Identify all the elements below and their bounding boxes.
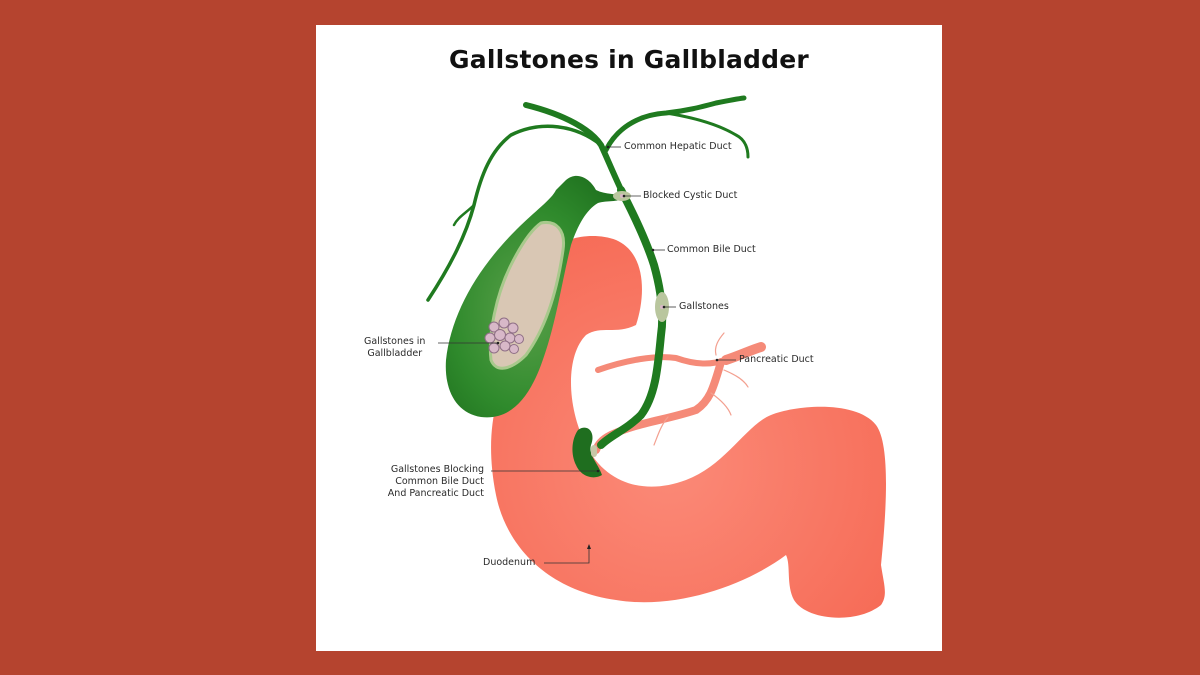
label-pancreatic-duct: Pancreatic Duct — [739, 354, 814, 365]
label-duodenum: Duodenum — [483, 557, 536, 568]
anatomy-illustration — [426, 95, 886, 618]
gallstones-cluster — [484, 317, 524, 354]
duodenum — [491, 235, 886, 618]
label-gallstones: Gallstones — [679, 301, 729, 312]
leader-lines — [438, 146, 736, 564]
gallbladder — [445, 175, 626, 418]
label-common-hepatic-duct: Common Hepatic Duct — [624, 141, 732, 152]
label-common-bile-duct: Common Bile Duct — [667, 244, 756, 255]
diagram-card: Gallstones in Gallbladder — [316, 25, 942, 651]
hepatic-ducts — [426, 95, 750, 449]
label-gallstones-blocking: Gallstones Blocking Common Bile Duct And… — [387, 464, 484, 499]
label-blocked-cystic-duct: Blocked Cystic Duct — [643, 190, 738, 201]
label-gallstones-in-gallbladder: Gallstones in Gallbladder — [364, 336, 426, 359]
ampulla-blockage — [572, 427, 602, 478]
diagram-title: Gallstones in Gallbladder — [449, 45, 809, 74]
